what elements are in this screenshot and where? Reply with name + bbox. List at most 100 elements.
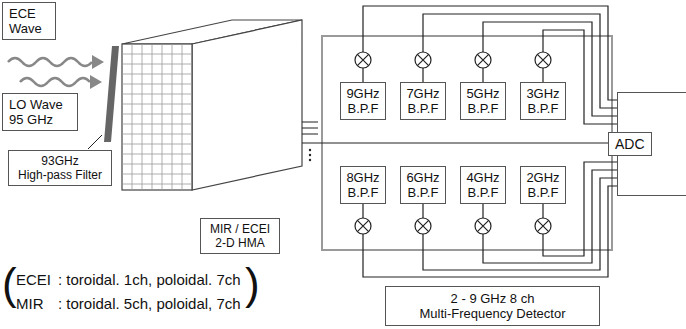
text-word: B.P.F [408, 101, 439, 116]
box-label: 2 - 9 GHz 8 ch Multi-Frequency Detector [413, 291, 573, 321]
mixer-symbol [415, 52, 431, 68]
text-word: B.P.F [468, 185, 499, 200]
leader-line [88, 135, 102, 149]
text-word: B.P.F [528, 101, 559, 116]
antenna-output-lines [302, 122, 318, 134]
text-word: ADC [615, 136, 645, 152]
text-word: 95 [9, 112, 23, 127]
mixer-circle [355, 218, 371, 234]
text-word: B.P.F [348, 185, 379, 200]
text-word: MIR [210, 222, 232, 236]
wave-arrowhead [90, 75, 102, 89]
mixer-cross [357, 54, 368, 65]
antenna-array-grid [122, 44, 192, 190]
text-word: ECE [9, 6, 36, 21]
text-word: GHz [480, 291, 506, 306]
text-word: 6GHz [406, 170, 439, 185]
text-word: 2GHz [526, 170, 559, 185]
text-word: HMA [238, 236, 265, 250]
antenna-side-face [192, 20, 302, 190]
mixer-symbol [475, 52, 491, 68]
mixer-circle [535, 52, 551, 68]
channel-name: ECEI [16, 272, 51, 287]
mixer-symbol [535, 218, 551, 234]
text-word: Wave [30, 97, 63, 112]
mixer-cross [477, 54, 488, 65]
channel-note: : toroidal. 5ch, poloidal, 7ch [58, 296, 241, 311]
mixer-cross [477, 220, 488, 231]
text-word: High-pass [18, 168, 72, 182]
text-word: LO [9, 97, 26, 112]
box-label: 3GHz B.P.F [524, 86, 562, 116]
text-word: 8GHz [346, 170, 379, 185]
box-label: MIR / ECEI 2-D HMA [207, 222, 273, 250]
text-word: Detector [516, 306, 565, 321]
mixer-circle [415, 218, 431, 234]
channel-name: MIR [16, 296, 44, 311]
filter-label-box: 93GHz High-pass Filter [8, 150, 112, 186]
text-word: / [235, 222, 238, 236]
bandpass-filter-box: 5GHz B.P.F [460, 82, 506, 120]
bandpass-filter-box: 6GHz B.P.F [400, 166, 446, 204]
text-word: B.P.F [528, 185, 559, 200]
text-word: 9GHz [346, 86, 379, 101]
box-label: 8GHz B.P.F [344, 170, 382, 200]
bandpass-filter-box: 2GHz B.P.F [520, 166, 566, 204]
text-word: 7GHz [406, 86, 439, 101]
mixer-cross [357, 220, 368, 231]
box-label: 5GHz B.P.F [464, 86, 502, 116]
bracket: ( [2, 262, 17, 306]
lo-wave [20, 78, 90, 86]
text-word: 4GHz [466, 170, 499, 185]
mixer-cross [417, 54, 428, 65]
wave-arrowhead [92, 55, 104, 69]
ellipsis-dot [309, 159, 311, 161]
box-label: LO Wave 95 GHz [9, 97, 71, 127]
box-label: 93GHz High-pass Filter [15, 154, 105, 182]
box-label: 7GHz B.P.F [404, 86, 442, 116]
input-label-box: ECE Wave [2, 2, 56, 40]
text-word: ch [521, 291, 535, 306]
bandpass-filter-box: 7GHz B.P.F [400, 82, 446, 120]
high-pass-filter-plate [104, 46, 119, 142]
mixer-circle [415, 52, 431, 68]
bandpass-filter-box: 3GHz B.P.F [520, 82, 566, 120]
box-label: 9GHz B.P.F [344, 86, 382, 116]
text-word: Wave [9, 21, 42, 36]
text-word: - [461, 291, 465, 306]
antenna-label-box: MIR / ECEI 2-D HMA [200, 218, 280, 254]
mixer-circle [355, 52, 371, 68]
bandpass-filter-box: 8GHz B.P.F [340, 166, 386, 204]
text-word: 5GHz [466, 86, 499, 101]
box-label: ECE Wave [9, 6, 49, 36]
text-word: B.P.F [348, 101, 379, 116]
adc-label: ADC [608, 132, 652, 156]
ellipsis-dot [309, 149, 311, 151]
bandpass-filter-box: 9GHz B.P.F [340, 82, 386, 120]
signal-bus-line [302, 142, 612, 143]
text-word: 9 [469, 291, 476, 306]
ece-wave [8, 58, 92, 66]
mixer-symbol [535, 52, 551, 68]
box-label: 4GHz B.P.F [464, 170, 502, 200]
box-label: 2GHz B.P.F [524, 170, 562, 200]
bandpass-filter-box: 4GHz B.P.F [460, 166, 506, 204]
mixer-symbol [355, 218, 371, 234]
text-word: Filter [75, 168, 102, 182]
box-label: 6GHz B.P.F [404, 170, 442, 200]
mixer-symbol [355, 52, 371, 68]
text-word: 93GHz [41, 154, 78, 168]
adc-box: ADC [617, 92, 686, 196]
text-word: 8 [510, 291, 517, 306]
text-word: B.P.F [468, 101, 499, 116]
mixer-cross [417, 220, 428, 231]
detector-label-box: 2 - 9 GHz 8 ch Multi-Frequency Detector [385, 286, 600, 326]
text-word: GHz [27, 112, 53, 127]
text-word: Multi-Frequency [420, 306, 513, 321]
mixer-symbol [415, 218, 431, 234]
mixer-symbol [475, 218, 491, 234]
text-word: B.P.F [408, 185, 439, 200]
antenna-front-face [122, 44, 192, 190]
input-label-box: LO Wave 95 GHz [2, 93, 78, 131]
